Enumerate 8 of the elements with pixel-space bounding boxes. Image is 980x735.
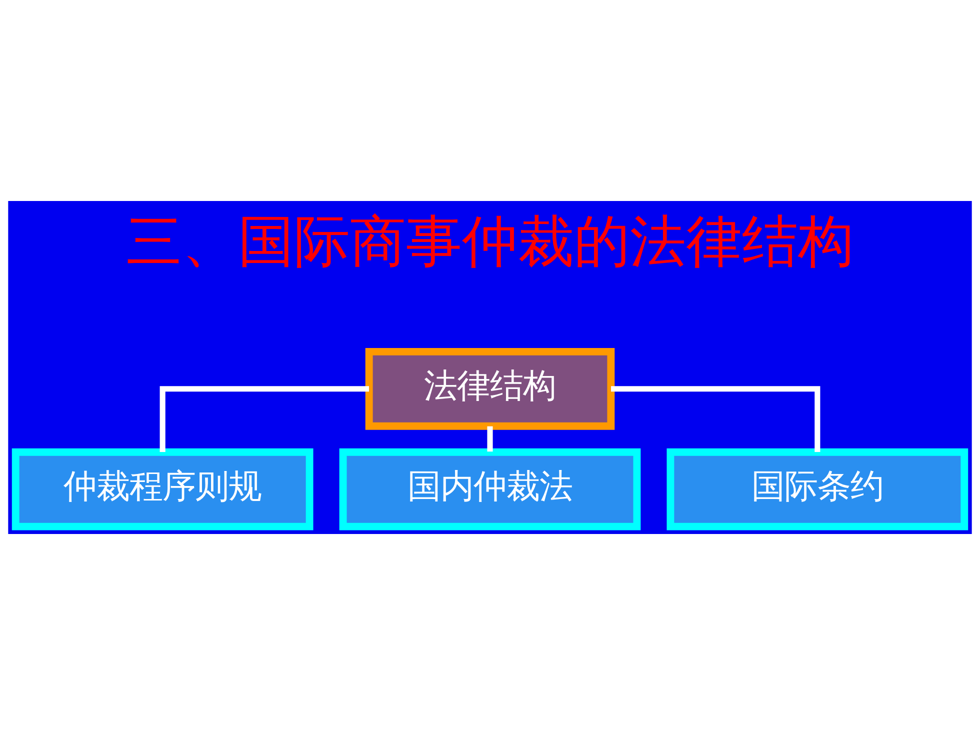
node-box: 法律结构 (365, 348, 615, 430)
connector (487, 426, 493, 452)
node-box: 国内仲裁法 (339, 448, 641, 530)
diagram-title: 三、国际商事仲裁的法律结构 (126, 210, 854, 275)
node-box: 仲裁程序则规 (12, 448, 314, 530)
connector (611, 386, 820, 452)
connector (160, 386, 369, 452)
node-box: 国际条约 (666, 448, 968, 530)
